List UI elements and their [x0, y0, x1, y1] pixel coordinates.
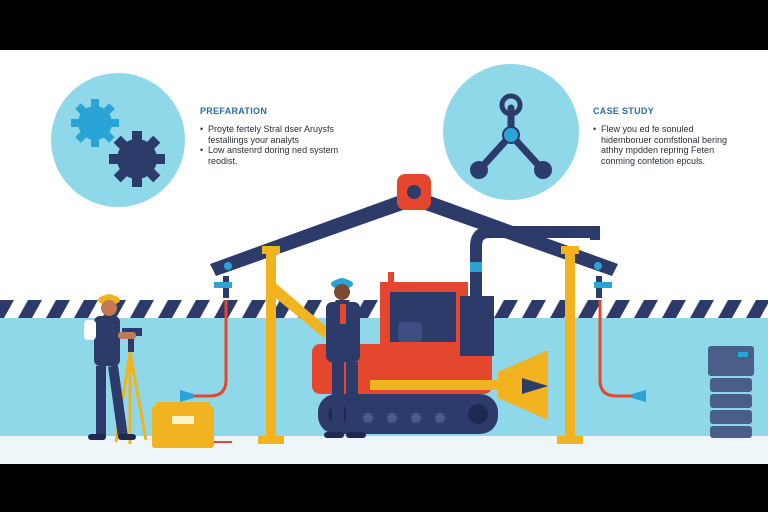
server-stack	[708, 346, 754, 438]
network-nodes-icon	[443, 64, 579, 200]
equipment-case	[152, 402, 232, 448]
preparation-bullet: Proyte fertely Stral dser Aruysfs festal…	[200, 124, 350, 145]
preparation-title: PREFARATION	[200, 106, 268, 116]
case-study-bullet: Flew you ed fe sonuled hidemboruer comfs…	[593, 124, 743, 166]
scene	[0, 64, 768, 464]
preparation-bullet: Low anstenrd doring ned system reodist.	[200, 145, 350, 166]
gantry-frame	[180, 174, 646, 444]
preparation-list: Proyte fertely Stral dser Aruysfs festal…	[200, 124, 350, 166]
worker-engineer	[324, 278, 366, 438]
infographic-panel: PREFARATION Proyte fertely Stral dser Ar…	[0, 50, 768, 464]
case-study-list: Flew you ed fe sonuled hidemboruer comfs…	[593, 124, 743, 166]
gears-icon	[51, 73, 185, 207]
worker-surveyor	[84, 294, 148, 444]
ground-strip	[0, 436, 768, 464]
case-study-title: CASE STUDY	[593, 106, 655, 116]
